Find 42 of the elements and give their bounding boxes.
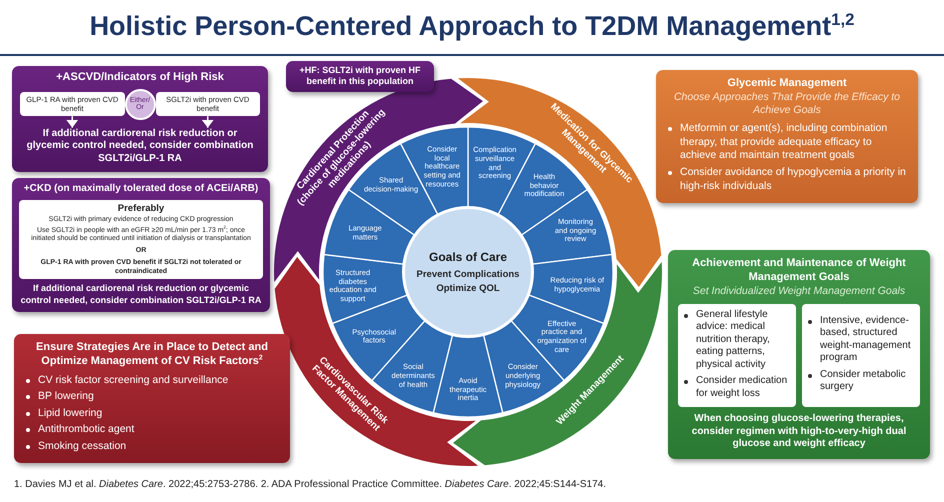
bullet-text: Consider avoidance of hypoglycemia a priority in high-risk individuals [680,166,906,194]
heading-text: +ASCVD/Indicators of High Risk [55,71,225,85]
note-text: If additional cardiorenal risk reduction or glycemic control needed, consider combination SGLT2i/GLP-1 RA [20,128,260,166]
heading-text: +CKD (on maximally tolerated dose of ACEi/ARB) [22,183,260,196]
info-card [802,304,920,408]
info-panel [14,334,290,463]
heading-text: Preferably [116,202,166,214]
info-panel [286,61,434,92]
arrow [66,116,78,128]
goal-text: Prevent Complications [416,269,520,281]
note-text: When choosing glucose-lowering therapies, consider regimen with high-to-very-high dual glucose and weight efficacy [690,413,908,451]
goal-text: Optimize QOL [436,282,500,294]
subtitle-text: Set Individualized Weight Management Goals [692,284,906,298]
heading-text: Achievement and Maintenance of Weight Management Goals [691,257,907,284]
title: Holistic Person-Centered Approach to T2DM Management$^{1,2}$ [88,10,856,42]
note-text: If additional cardiorenal risk reduction or glycemic control needed, consider combination SGLT2i/GLP-1 RA [20,283,262,306]
bullet-text: Intensive, evidence-based, structured weight-management program [820,314,912,365]
bullet-text: Consider medication for weight loss [696,375,788,400]
info-panel [668,250,930,459]
bullet-text: CV risk factor screening and surveillance [38,374,230,388]
info-card [156,92,260,116]
bullet-text: Antithrombotic agent [38,423,136,438]
info-card [678,304,796,408]
heading-text: Ensure Strategies Are in Place to Detect and Optimize Management of CV Risk Factors$^{2}$ [35,341,269,368]
bullet-text: Metformin or agent(s), including combination therapy, that provide adequate efficacy to achieve and maintain treatment goals [680,122,888,163]
goal-title: Goals of Care [428,250,508,264]
info-card [19,200,263,280]
subtitle-text: Choose Approaches That Provide the Efficacy to Achieve Goals [672,90,902,117]
heading-text: Glycemic Management [726,77,848,91]
info-card [20,92,124,116]
info-panel [656,70,918,204]
arrow [202,116,214,128]
bullet-text: Lipid lowering [38,406,104,420]
bullet-text: BP lowering [38,390,95,404]
bullet-text: Smoking cessation [38,440,128,454]
bullet-text: General lifestyle advice: medical nutrition therapy, eating patterns, physical activity [696,308,771,372]
either-or-circle [124,88,156,120]
reference-text: 1. Davies MJ et al. Diabetes Care. 2022;45:2753-2786. 2. ADA Professional Practice Committee. Diabetes Care. 2022;45:S144-S174. [14,479,606,491]
info-panel [12,178,270,312]
note-text: +HF: SGLT2i with proven HF benefit in this population [298,65,422,88]
bullet-text: Consider metabolic surgery [820,368,907,394]
info-panel [12,66,268,172]
